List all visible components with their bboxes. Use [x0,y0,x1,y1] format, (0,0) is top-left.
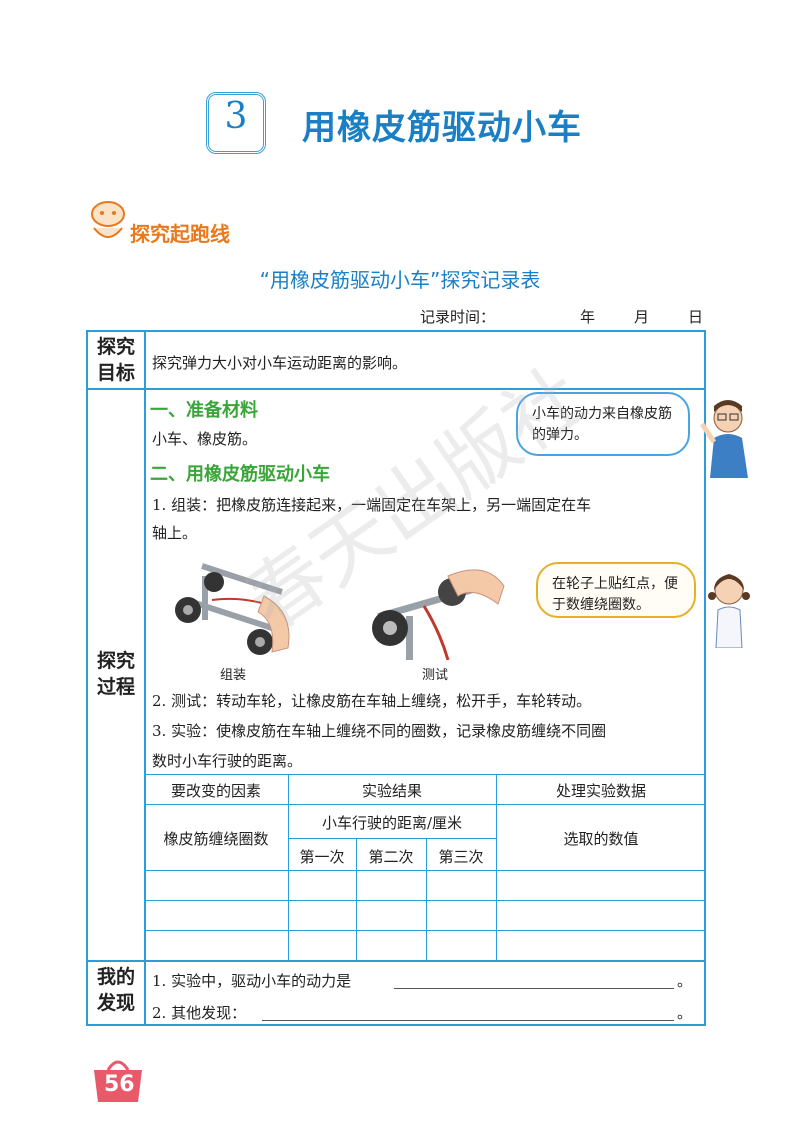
boy-teacher-icon [699,400,748,478]
step3-line1: 3. 实验：使橡皮筋在车轴上缠绕不同的圈数，记录橡皮筋缠绕不同圈 [152,722,607,740]
finding-1-label: 1. 实验中，驱动小车的动力是 [152,972,352,990]
section-label: 探究起跑线 [130,222,230,246]
record-time-label: 记录时间： [420,308,496,326]
finding-1-period: 。 [677,972,693,990]
step1-line1: 1. 组装：把橡皮筋连接起来，一端固定在车架上，另一端固定在车 [152,496,592,514]
page-number: 56 [104,1072,135,1097]
subtable-col-line [356,838,357,960]
materials-heading: 一、准备材料 [150,400,258,421]
subtable-data-line [144,900,706,901]
chapter-number: 3 [224,96,248,137]
procedure-heading: 二、用橡皮筋驱动小车 [150,464,330,485]
girl-student-icon [708,574,750,648]
step2-text: 2. 测试：转动车轮，让橡皮筋在车轴上缠绕，松开手，车轮转动。 [152,692,592,710]
col-process-header: 处理实验数据 [555,782,646,800]
subtable-col-line [288,774,289,960]
row-divider [86,960,706,962]
trial-2-header: 第二次 [368,848,414,866]
selected-value-header: 选取的数值 [563,830,639,848]
chapter-title: 用橡皮筋驱动小车 [302,108,582,148]
goal-header: 探究目标 [96,336,135,384]
step3-line2: 数时小车行驶的距离。 [152,752,303,770]
test-illustration [372,569,505,660]
trial-3-header: 第三次 [438,848,484,866]
finding-1-blank[interactable] [394,988,674,989]
process-header: 探究过程 [96,650,135,698]
col-factor-header: 要改变的因素 [170,782,261,800]
month-label: 月 [634,308,650,326]
girl-speech-bubble: 在轮子上贴红点，便于数缠绕圈数。 [536,562,696,618]
assembly-illustration [175,563,290,655]
subtable-data-line [144,870,706,871]
goal-text: 探究弹力大小对小车运动距离的影响。 [152,354,408,372]
year-label: 年 [580,308,596,326]
subtable-col-line [426,838,427,960]
caption-assembly: 组装 [220,668,247,683]
subtable-top [144,774,706,775]
day-label: 日 [688,308,704,326]
finding-2-label: 2. 其他发现： [152,1004,247,1022]
record-table [86,330,706,1026]
row-divider [86,388,706,390]
header-column-divider [144,330,146,1026]
factor-value: 橡皮筋缠绕圈数 [163,830,269,848]
subtable-data-line [144,930,706,931]
findings-header: 我的发现 [96,966,135,1014]
trial-1-header: 第一次 [299,848,345,866]
col-result-header: 实验结果 [361,782,422,800]
chapter-number-frame [206,92,266,154]
table-title: “用橡皮筋驱动小车”探究记录表 [259,268,541,292]
page-number-badge-icon [94,1060,142,1102]
subtable-header-line [144,804,706,805]
finding-2-blank[interactable] [262,1020,674,1021]
subtable-col-line [496,774,497,960]
step1-line2: 轴上。 [152,524,198,542]
boy-speech-bubble: 小车的动力来自橡皮筋的弹力。 [516,392,690,456]
subtable-trial-line [288,838,496,839]
caption-test: 测试 [422,668,449,683]
cow-mascot-icon [91,201,125,238]
distance-header: 小车行驶的距离/厘米 [321,814,463,832]
materials-text: 小车、橡皮筋。 [152,430,258,448]
finding-2-period: 。 [677,1004,693,1022]
